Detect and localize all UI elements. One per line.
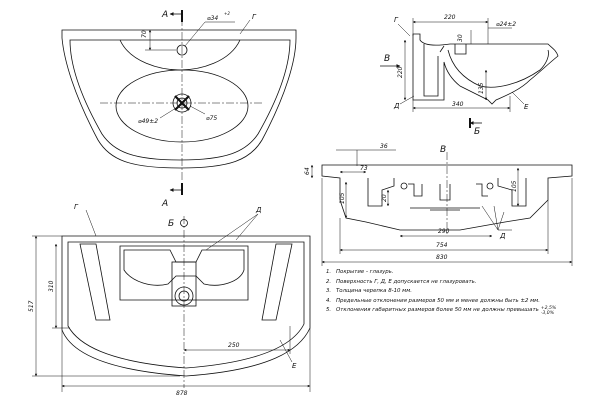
- dim-290: 290: [438, 228, 450, 235]
- dim-754: 754: [436, 242, 448, 249]
- note-number: 4.: [326, 297, 332, 304]
- top-view: [61, 10, 297, 195]
- label-d-front: Д: [499, 232, 506, 240]
- top-view-rim: [69, 39, 291, 161]
- dim-hole-34-tol: +2: [224, 11, 230, 16]
- side-view-profile: [412, 33, 559, 105]
- dim-135: 135: [478, 82, 485, 94]
- dim-20: 20: [381, 194, 388, 202]
- section-b-bottom: Б: [168, 219, 174, 229]
- front-view: [310, 149, 573, 266]
- dim-73: 73: [360, 165, 368, 172]
- dim-hole-34: ⌀34: [207, 15, 218, 22]
- note-number: 2.: [326, 278, 332, 285]
- dim-340: 340: [452, 101, 464, 108]
- side-view: [380, 18, 559, 128]
- label-d-side: Д: [393, 102, 400, 110]
- note-4: 4. Предельные отклонения размеров 50 мм …: [326, 297, 596, 307]
- dim-220-top: 220: [444, 14, 456, 21]
- dim-drain-49: ⌀49±2: [138, 118, 158, 125]
- dim-250: 250: [228, 342, 240, 349]
- dim-878: 878: [176, 390, 188, 397]
- faucet-hole: [176, 44, 188, 56]
- note-text: Покрытие - глазурь.: [336, 269, 394, 275]
- tolerance-plus: +2,5%: [540, 306, 557, 311]
- bottom-view: [32, 209, 311, 392]
- label-d-bottom: Д: [255, 206, 262, 214]
- label-g-side: Г: [394, 16, 399, 24]
- dim-64: 64: [304, 167, 311, 175]
- dim-24: ⌀24±2: [496, 21, 516, 28]
- note-number: 3.: [326, 288, 332, 294]
- dim-220-left: 220: [397, 66, 404, 78]
- dim-310: 310: [48, 280, 55, 292]
- note-text: Толщина черепка 8-10 мм.: [336, 288, 412, 294]
- note-1: 1. Покрытие - глазурь.: [326, 268, 596, 278]
- dim-830: 830: [436, 254, 448, 261]
- view-b-front: B: [440, 145, 446, 155]
- view-b-side: B: [384, 54, 390, 64]
- top-view-outline: [61, 29, 297, 169]
- dim-36: 36: [380, 143, 388, 150]
- note-2: 2. Поверхность Г, Д, Е допускается не гл…: [326, 278, 596, 288]
- dim-bowl-75: ⌀75: [206, 115, 217, 122]
- drawing-notes: 1. Покрытие - глазурь. 2. Поверхность Г,…: [326, 268, 596, 316]
- note-number: 1.: [326, 269, 332, 275]
- tolerance-minus: -3,0%: [540, 311, 555, 316]
- front-view-profile: [321, 164, 573, 231]
- dim-105-right: 105: [511, 180, 518, 192]
- label-g-top: Г: [252, 13, 257, 21]
- note-5: 5. Отклонения габаритных размеров более …: [326, 306, 596, 316]
- bottom-view-outline: [61, 235, 311, 377]
- bottom-view-inner: [67, 241, 305, 369]
- dim-30: 30: [457, 34, 464, 42]
- tolerance-stack: +2,5% -3,0%: [541, 306, 557, 316]
- label-e-bottom: Е: [292, 362, 297, 370]
- dim-70: 70: [141, 30, 148, 38]
- note-text: Отклонения габаритных размеров более 50 …: [336, 307, 539, 313]
- dim-105-left: 105: [339, 192, 346, 204]
- label-e-side: Е: [524, 103, 529, 111]
- section-a-bottom: A: [161, 199, 168, 209]
- note-3: 3. Толщина черепка 8-10 мм.: [326, 287, 596, 297]
- note-text: Предельные отклонения размеров 50 мм и м…: [336, 297, 540, 304]
- dim-517: 517: [28, 300, 35, 312]
- section-b-side: Б: [474, 127, 480, 137]
- note-number: 5.: [326, 307, 332, 313]
- section-a-top: A: [161, 10, 168, 20]
- label-g-bottom: Г: [74, 203, 79, 211]
- note-text: Поверхность Г, Д, Е допускается не глазу…: [336, 278, 477, 285]
